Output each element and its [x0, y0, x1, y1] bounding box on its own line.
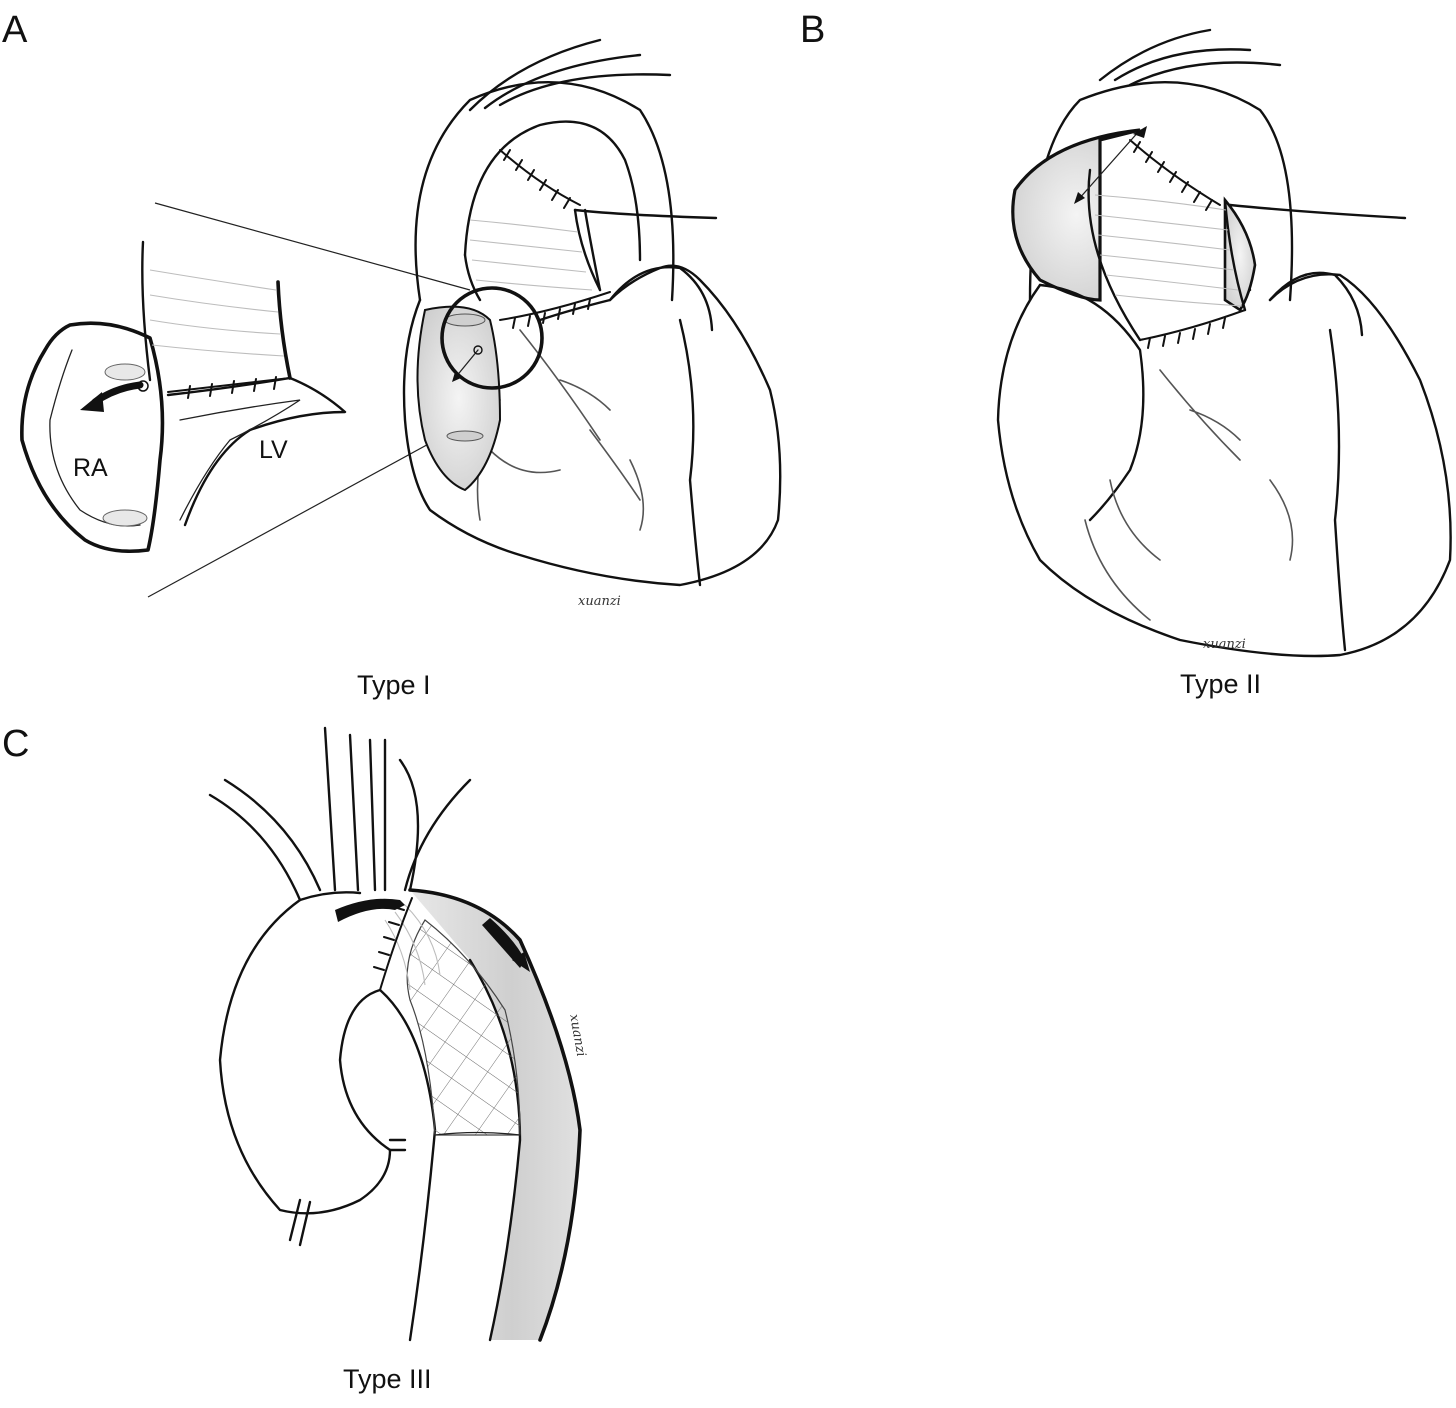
left-atrial-appendage-b [1268, 271, 1364, 337]
distal-suture-line [499, 149, 581, 206]
ascending-aorta-inner [338, 988, 392, 1152]
caption-type-ii: Type II [1180, 669, 1261, 699]
type-iii-leak-region [410, 890, 580, 1340]
heart-b-outline [996, 273, 1452, 658]
panel-letter-b: B [800, 9, 825, 51]
artist-signature-c: xuanzi [566, 1013, 588, 1058]
leak-flow-arrowhead [80, 392, 104, 412]
artist-signature-a: xuanzi [578, 594, 621, 609]
arch-branch-vessels [468, 38, 672, 112]
type-ii-leak-sac [1011, 128, 1141, 302]
proximal-suture-line [499, 291, 611, 321]
coronary-vessel-1 [519, 329, 641, 501]
panel-b: B [800, 9, 1452, 699]
caption-type-iii: Type III [343, 1364, 432, 1394]
ascending-graft-right [573, 208, 602, 292]
ascending-graft-b-left [1087, 168, 1142, 342]
brachiocephalic-vessels [208, 726, 472, 902]
right-atrium-b [1038, 283, 1145, 522]
arch-graft-lines [384, 904, 441, 991]
caption-type-i: Type I [357, 670, 431, 700]
coronary-vessel-2 [476, 399, 645, 531]
ascending-graft-b-lines [1094, 194, 1243, 307]
ascending-graft-left [463, 253, 482, 302]
inset-suture-line [167, 377, 291, 393]
ascending-graft-b-right [1223, 198, 1247, 312]
stent-graft-distal-edge [434, 1131, 521, 1136]
aortic-arch-inner [463, 120, 642, 262]
entry-flow-arrow [335, 898, 405, 922]
right-atrium-outline [20, 321, 165, 554]
label-ra: RA [73, 454, 108, 482]
inset-graft-left-edge [141, 240, 152, 382]
interventricular-groove [678, 318, 702, 587]
type-ii-leak-sac-right [1223, 196, 1257, 312]
aorta-c-drawing: xuanzi [208, 726, 588, 1342]
panel-c: C [2, 723, 588, 1394]
heart-a-drawing: xuanzi [402, 38, 782, 609]
arch-top [298, 891, 362, 902]
leak-arrow-type-ii [1077, 129, 1141, 201]
pulmonary-artery [573, 208, 718, 292]
label-lv: LV [259, 436, 288, 464]
distal-suture-line-b [1129, 139, 1221, 206]
left-atrial-appendage [608, 266, 714, 332]
zoom-circle [440, 286, 544, 390]
ascending-graft-lines [469, 219, 593, 291]
inset-detail: RA LV [20, 240, 347, 554]
pulmonary-artery-b [1228, 203, 1407, 292]
panel-letter-c: C [2, 723, 29, 765]
artist-signature-b: xuanzi [1203, 637, 1246, 652]
proximal-suture-line-b [1139, 309, 1246, 341]
leak-flow-arrow-c [482, 918, 525, 968]
descending-aorta-outer [408, 888, 582, 1342]
interventricular-groove-b [1328, 328, 1347, 652]
heart-b-drawing: xuanzi [996, 28, 1452, 658]
left-ventricle-wall [166, 376, 347, 527]
coronary-vessel-b-2 [1084, 479, 1294, 621]
left-ventricle-inner-wall [179, 399, 301, 521]
inset-graft-lines [149, 269, 285, 357]
arch-suture-line [379, 897, 413, 991]
panel-letter-a: A [2, 9, 28, 51]
coronary-ostium-vessel [288, 1138, 407, 1247]
type-i-leak-region [416, 305, 502, 492]
ascending-aorta-outer [218, 898, 392, 1215]
inset-graft-right-edge [276, 280, 292, 380]
coronary-vessel-b-1 [1109, 369, 1241, 561]
panel-a: A [2, 9, 782, 700]
zoom-leader-line-top [154, 202, 471, 291]
arch-branch-vessels-b [1098, 28, 1282, 87]
